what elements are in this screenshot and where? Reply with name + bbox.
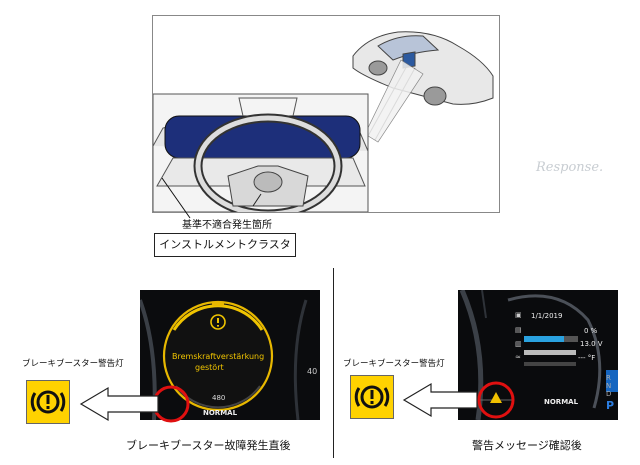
temperature-icon: ≈ bbox=[515, 353, 521, 361]
temperature-readout: --- °F bbox=[578, 354, 596, 362]
left-pointer-arrow bbox=[79, 386, 159, 422]
brake-booster-warning-lamp bbox=[26, 380, 70, 424]
cluster-photo-acknowledged bbox=[458, 290, 618, 420]
response-watermark: Response. bbox=[536, 160, 604, 175]
right-pointer-arrow bbox=[402, 382, 478, 418]
vehicle-diagram bbox=[152, 15, 500, 213]
car-illustration bbox=[352, 31, 494, 106]
cluster-photo-fault bbox=[140, 290, 320, 420]
edge-reading: 40 bbox=[307, 367, 318, 376]
calendar-icon: ▣ bbox=[515, 311, 522, 319]
brake-warning-icon-right bbox=[354, 385, 390, 409]
leader-line bbox=[161, 177, 191, 219]
gear-active: P bbox=[606, 399, 615, 412]
fuel-readout: 0 % bbox=[584, 327, 598, 335]
gear-selector: R N D bbox=[606, 374, 614, 398]
fuel-icon: ▤ bbox=[515, 326, 522, 334]
voltage-readout: 13.0 V bbox=[580, 340, 603, 348]
fault-message-line1: Bremskraftverstärkung bbox=[172, 352, 265, 361]
dashboard-view bbox=[153, 93, 369, 212]
dashboard-illustration bbox=[153, 31, 494, 212]
brake-booster-warning-lamp-right bbox=[350, 375, 394, 419]
drive-mode: NORMAL bbox=[203, 409, 238, 417]
left-lamp-label: ブレーキブースター警告灯 bbox=[22, 359, 124, 369]
gear-n: N bbox=[606, 382, 612, 390]
instrument-cluster-label: インストルメントクラスタ bbox=[154, 233, 296, 257]
gauge-value: 480 bbox=[212, 394, 226, 402]
panel-divider bbox=[333, 268, 334, 458]
nonconformity-location-label: 基準不適合発生箇所 bbox=[182, 220, 272, 231]
gear-r: R bbox=[606, 374, 611, 382]
fault-message-line2: gestört bbox=[195, 363, 224, 372]
warning-triangle-icon bbox=[490, 392, 502, 403]
cluster-date: 1/1/2019 bbox=[531, 312, 563, 320]
brake-warning-icon bbox=[30, 390, 66, 414]
drive-mode-right: NORMAL bbox=[544, 398, 579, 406]
left-caption: ブレーキブースター故障発生直後 bbox=[126, 439, 291, 452]
gear-d: D bbox=[606, 390, 612, 398]
battery-icon: ▥ bbox=[515, 340, 522, 348]
acknowledged-highlight-circle bbox=[477, 381, 515, 419]
right-lamp-label: ブレーキブースター警告灯 bbox=[343, 359, 445, 369]
right-caption: 警告メッセージ確認後 bbox=[472, 439, 582, 452]
